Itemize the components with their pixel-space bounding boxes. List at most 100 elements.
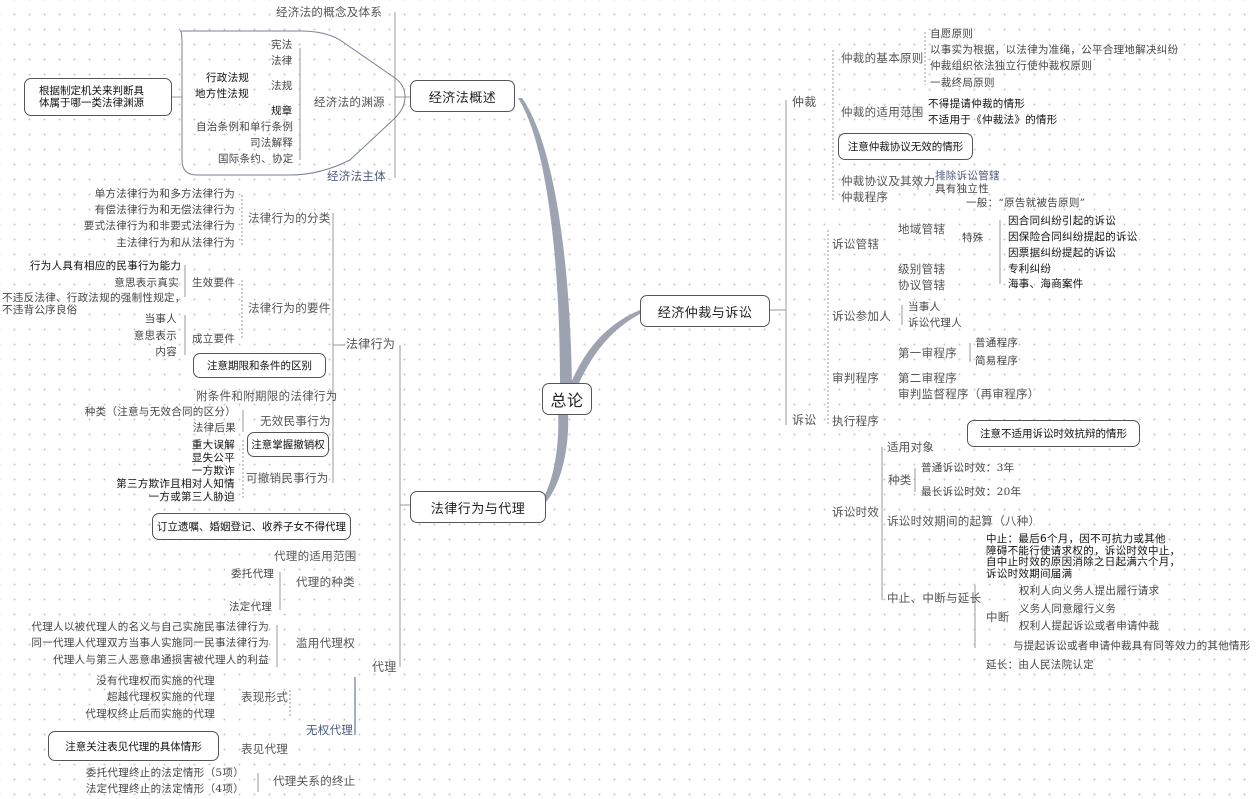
effective-elements[interactable]: 生效要件	[192, 277, 236, 289]
abuse-item[interactable]: 同一代理人代理双方当事人实施同一民事法律行为	[31, 637, 269, 649]
formation-item[interactable]: 内容	[155, 346, 177, 358]
source-item[interactable]: 司法解释	[250, 137, 294, 149]
territorial-special[interactable]: 特殊	[962, 232, 984, 244]
trial-procedure[interactable]: 审判程序	[832, 371, 880, 385]
apparent-agency[interactable]: 表见代理	[241, 742, 289, 756]
classification-item[interactable]: 主法律行为和从法律行为	[116, 237, 235, 249]
first-instance-item[interactable]: 简易程序	[975, 355, 1019, 367]
agency-type-item[interactable]: 委托代理	[231, 568, 275, 580]
subtopic-arbitration[interactable]: 仲裁	[792, 95, 817, 109]
formation-item[interactable]: 当事人	[144, 313, 177, 325]
subtopic-concept[interactable]: 经济法的概念及体系	[276, 5, 383, 19]
suspension-rule[interactable]: 中止：最后6个月，因不可抗力或其他 障碍不能行使请求权的，诉讼时效中止， 自中止…	[986, 533, 1181, 580]
agreement-item[interactable]: 排除诉讼管辖	[935, 170, 1000, 182]
limitation-kinds[interactable]: 种类	[888, 473, 912, 487]
topic-node-legal-act-agency[interactable]: 法律行为与代理	[410, 491, 546, 523]
arbitration-scope-item[interactable]: 不适用于《仲裁法》的情形	[928, 114, 1058, 126]
special-jurisdiction-item[interactable]: 因票据纠纷提起的诉讼	[1008, 247, 1116, 259]
unauthorized-forms[interactable]: 表现形式	[241, 690, 289, 704]
interruption-item[interactable]: 权利人向义务人提出履行请求	[1019, 585, 1160, 597]
unauthorized-form-item[interactable]: 超越代理权实施的代理	[107, 691, 215, 703]
subtopic-subject[interactable]: 经济法主体	[327, 169, 386, 183]
unauthorized-agency[interactable]: 无权代理	[306, 723, 354, 737]
interruption-item[interactable]: 与提起诉讼或者申请仲裁具有同等效力的其他情形	[1013, 640, 1251, 652]
legal-act-elements[interactable]: 法律行为的要件	[248, 301, 331, 315]
termination-item[interactable]: 法定代理终止的法定情形（4项）	[85, 783, 244, 795]
agency-types[interactable]: 代理的种类	[296, 575, 355, 589]
second-instance[interactable]: 第二审程序	[898, 371, 957, 385]
agency-termination[interactable]: 代理关系的终止	[273, 774, 356, 788]
interruption[interactable]: 中断	[986, 610, 1010, 624]
litigation-participants[interactable]: 诉讼参加人	[832, 309, 891, 323]
void-item[interactable]: 法律后果	[192, 422, 236, 434]
limitation-kind-item[interactable]: 普通诉讼时效：3年	[921, 462, 1015, 474]
subtopic-agency[interactable]: 代理	[372, 660, 397, 674]
voidable-item[interactable]: 重大误解	[191, 439, 235, 451]
agency-scope[interactable]: 代理的适用范围	[274, 549, 357, 563]
abuse-item[interactable]: 代理人与第三人恶意串通损害被代理人的利益	[53, 654, 269, 666]
unauthorized-form-item[interactable]: 代理权终止后而实施的代理	[85, 708, 215, 720]
abuse-of-agency[interactable]: 滥用代理权	[296, 636, 355, 650]
interruption-item[interactable]: 权利人提起诉讼或者申请仲裁	[1019, 620, 1160, 632]
execution-procedure[interactable]: 执行程序	[832, 414, 880, 428]
void-civil-act[interactable]: 无效民事行为	[260, 414, 331, 428]
abuse-item[interactable]: 代理人以被代理人的名义与自己实施民事法律行为	[31, 621, 269, 633]
effective-item[interactable]: 行为人具有相应的民事行为能力	[30, 260, 182, 272]
special-jurisdiction-item[interactable]: 海事、海商案件	[1008, 278, 1084, 290]
classification-item[interactable]: 要式法律行为和非要式法律行为	[83, 220, 235, 232]
level-jurisdiction[interactable]: 级别管辖	[898, 262, 946, 276]
callout-revocation-note[interactable]: 注意掌握撤销权	[247, 432, 329, 457]
agreement-item[interactable]: 具有独立性	[935, 183, 989, 195]
participant-item[interactable]: 当事人	[908, 301, 941, 313]
void-item[interactable]: 种类（注意与无效合同的区分）	[84, 406, 236, 418]
formation-item[interactable]: 意思表示	[133, 330, 177, 342]
callout-sources-note[interactable]: 根据制定机关来判断具 体属于哪一类法律渊源	[24, 78, 172, 116]
source-item[interactable]: 国际条约、协定	[218, 153, 294, 165]
agreed-jurisdiction[interactable]: 协议管辖	[898, 278, 946, 292]
subtopic-litigation[interactable]: 诉讼	[792, 413, 817, 427]
first-instance[interactable]: 第一审程序	[898, 346, 957, 360]
territorial-jurisdiction[interactable]: 地域管辖	[898, 222, 946, 236]
voidable-item[interactable]: 一方或第三人胁迫	[148, 491, 235, 503]
special-jurisdiction-item[interactable]: 因保险合同纠纷提起的诉讼	[1008, 231, 1138, 243]
source-item[interactable]: 法律	[271, 55, 293, 67]
limitation-start[interactable]: 诉讼时效期间的起算（八种）	[887, 514, 1041, 528]
classification-item[interactable]: 单方法律行为和多方法律行为	[94, 188, 235, 200]
arbitration-procedure[interactable]: 仲裁程序	[841, 190, 889, 204]
extension-rule[interactable]: 延长：由人民法院认定	[986, 659, 1094, 671]
source-item[interactable]: 法规	[271, 80, 293, 92]
callout-limitation-note[interactable]: 注意不适用诉讼时效抗辩的情形	[967, 420, 1140, 447]
source-item[interactable]: 规章	[271, 105, 293, 117]
supervision-procedure[interactable]: 审判监督程序（再审程序）	[898, 387, 1040, 401]
arbitration-scope[interactable]: 仲裁的适用范围	[841, 105, 924, 119]
central-topic-node[interactable]: 总论	[542, 383, 592, 415]
voidable-item[interactable]: 第三方欺诈且相对人知情	[116, 478, 235, 490]
topic-node-arbitration-litigation[interactable]: 经济仲裁与诉讼	[640, 295, 770, 327]
subtopic-sources[interactable]: 经济法的渊源	[314, 95, 385, 109]
voidable-item[interactable]: 一方欺诈	[191, 465, 235, 477]
effective-item[interactable]: 不违反法律、行政法规的强制性规定， 不违背公序良俗	[2, 292, 186, 316]
regulation-item[interactable]: 地方性法规	[195, 88, 249, 100]
callout-condition-note[interactable]: 注意期限和条件的区别	[193, 353, 326, 378]
litigation-jurisdiction[interactable]: 诉讼管辖	[832, 237, 880, 251]
arbitration-scope-item[interactable]: 不得提请仲裁的情形	[928, 98, 1026, 110]
limitation-object[interactable]: 适用对象	[887, 440, 935, 454]
regulation-item[interactable]: 行政法规	[206, 72, 250, 84]
classification-item[interactable]: 有偿法律行为和无偿法律行为	[94, 204, 235, 216]
legal-act-classification[interactable]: 法律行为的分类	[248, 211, 331, 225]
topic-node-overview[interactable]: 经济法概述	[410, 80, 515, 112]
limitation-period[interactable]: 诉讼时效	[832, 505, 880, 519]
voidable-civil-act[interactable]: 可撤销民事行为	[246, 471, 329, 485]
arbitration-principles[interactable]: 仲裁的基本原则	[841, 51, 924, 65]
first-instance-item[interactable]: 普通程序	[975, 337, 1019, 349]
limitation-suspension[interactable]: 中止、中断与延长	[887, 591, 982, 605]
termination-item[interactable]: 委托代理终止的法定情形（5项）	[85, 767, 244, 779]
interruption-item[interactable]: 义务人同意履行义务	[1019, 603, 1117, 615]
principle-item[interactable]: 一裁终局原则	[930, 77, 995, 89]
source-item[interactable]: 自治条例和单行条例	[196, 121, 294, 133]
callout-scope-note[interactable]: 订立遗嘱、婚姻登记、收养子女不得代理	[152, 513, 351, 540]
voidable-item[interactable]: 显失公平	[191, 452, 235, 464]
callout-apparent-agency-note[interactable]: 注意关注表见代理的具体情形	[48, 731, 219, 761]
territorial-general[interactable]: 一般：“原告就被告原则”	[966, 197, 1086, 209]
formation-elements[interactable]: 成立要件	[192, 333, 236, 345]
